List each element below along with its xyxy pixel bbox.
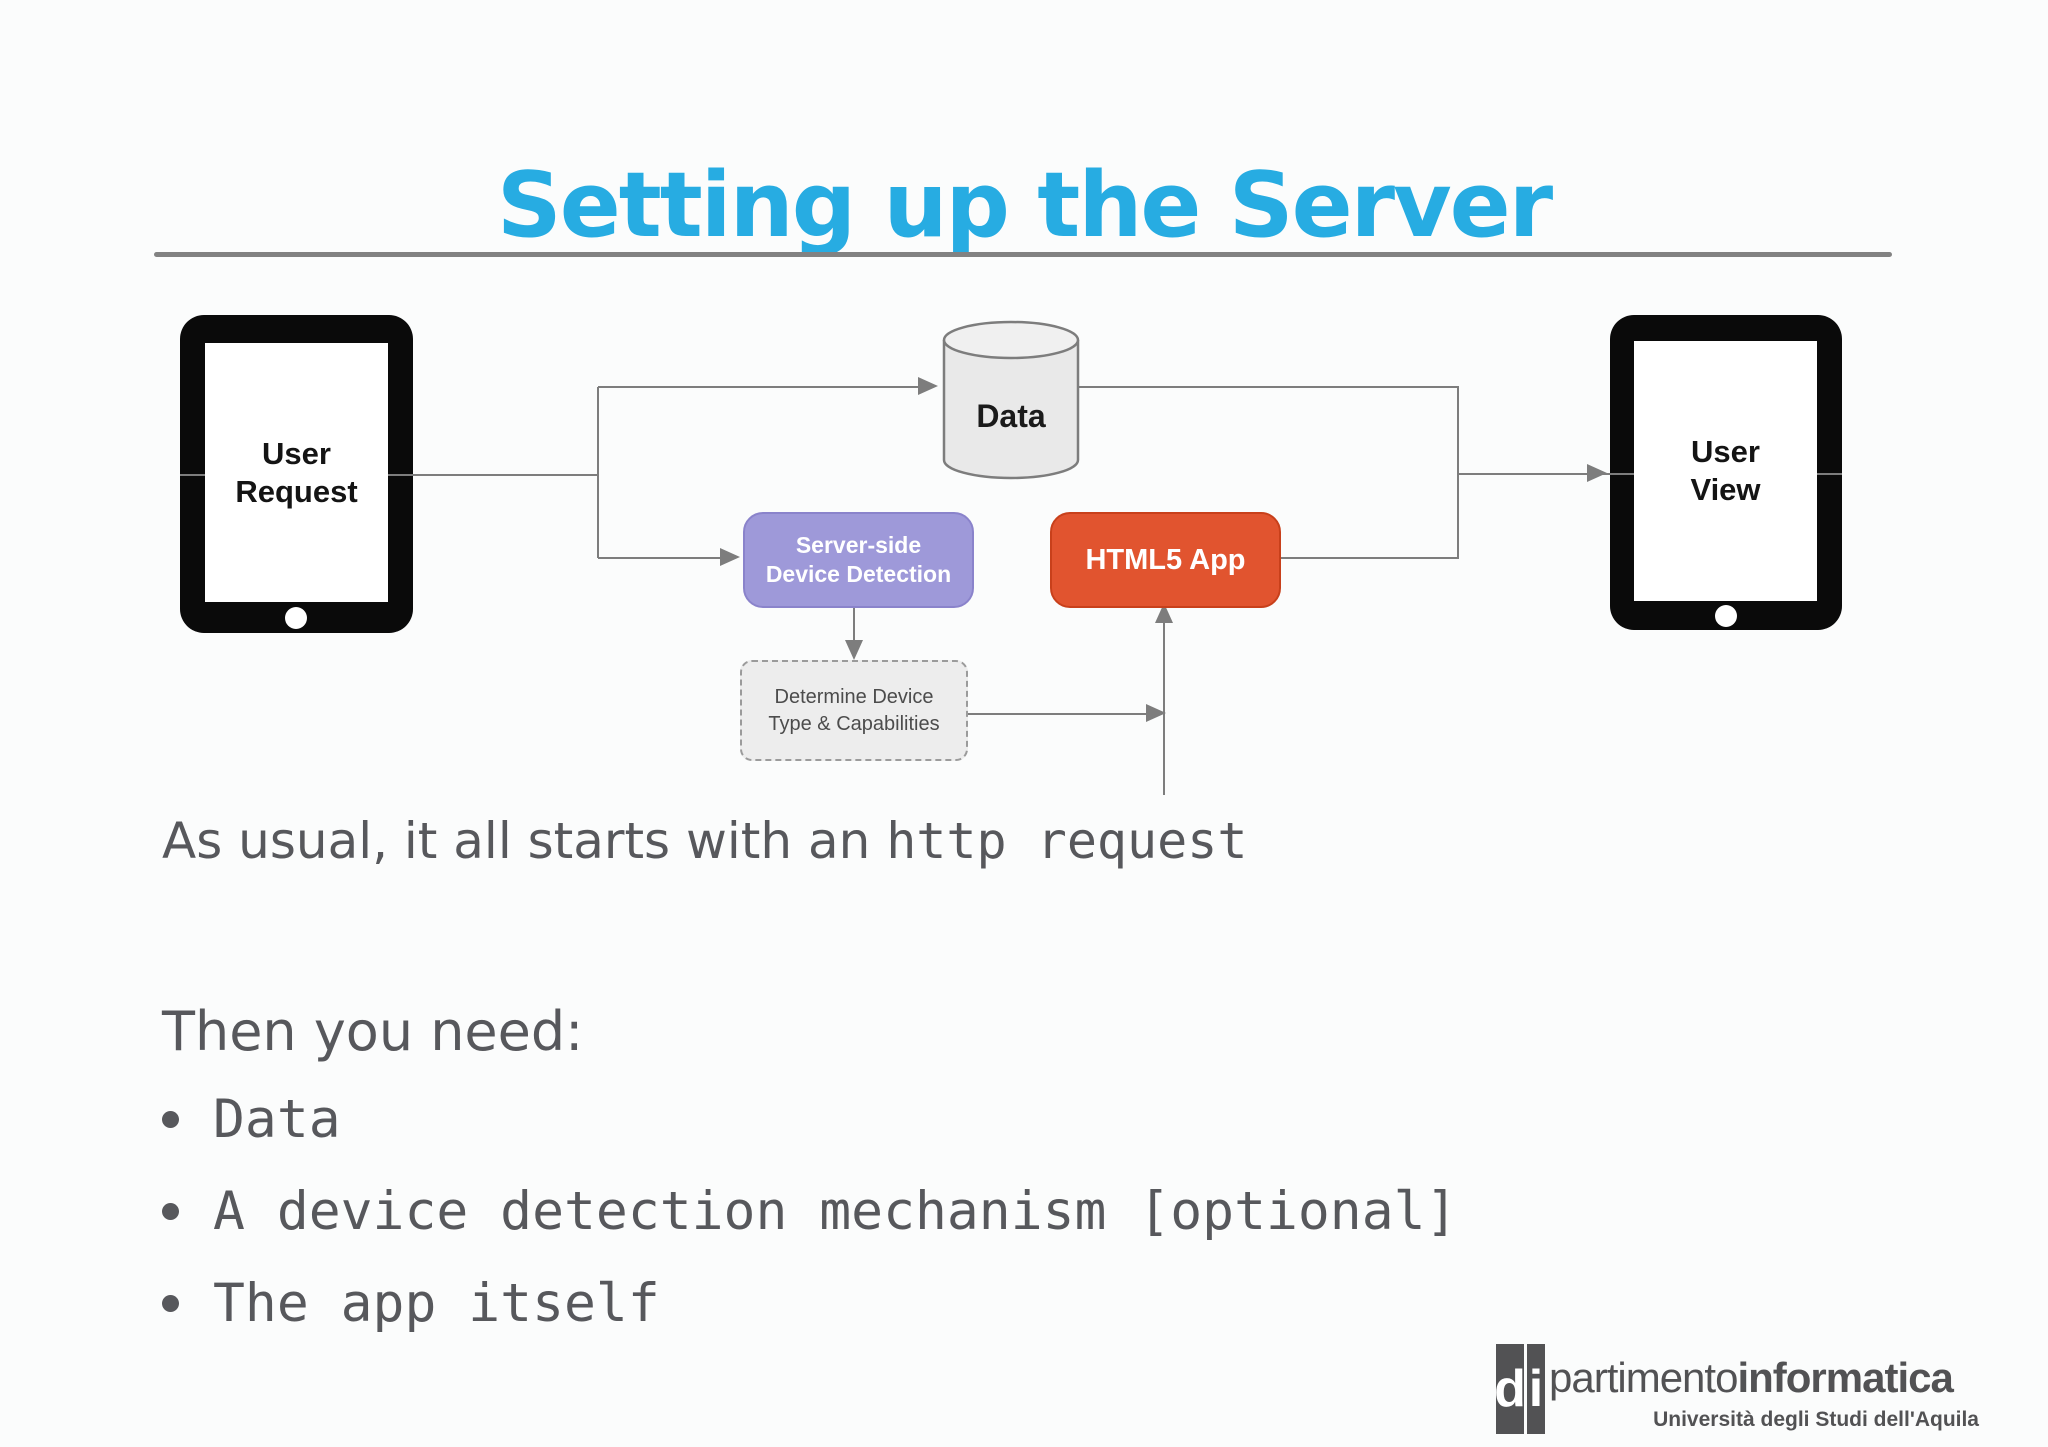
logo-block-i: i [1527, 1344, 1545, 1434]
device-detection-node: Server-side Device Detection [743, 512, 974, 608]
connector-to-data [598, 386, 920, 388]
title-divider [154, 252, 1892, 257]
connector-html5-out [1277, 557, 1459, 559]
connector-detection-down [853, 604, 855, 642]
connector-user-request-out [180, 474, 598, 476]
connector-up-to-html5 [1163, 622, 1165, 795]
department-logo-icon: d i [1494, 1344, 1545, 1434]
university-subtitle: Università degli Studi dell'Aquila [1653, 1408, 1979, 1431]
list-item: Data [162, 1086, 1457, 1152]
bullet-dot-icon [162, 1294, 179, 1312]
intro-code: http request [886, 812, 1248, 870]
requirements-list: Data A device detection mechanism [optio… [162, 1086, 1457, 1362]
list-heading: Then you need: [162, 1000, 584, 1063]
bullet-dot-icon [162, 1110, 179, 1128]
html5-app-node: HTML5 App [1050, 512, 1281, 608]
connector-to-detection [598, 557, 722, 559]
determine-device-node: Determine Device Type & Capabilities [740, 660, 968, 761]
intro-text: As usual, it all starts with an http req… [162, 808, 1247, 874]
home-button-icon [1715, 605, 1737, 627]
logo-block-d: d [1494, 1344, 1526, 1434]
user-request-screen: User Request [205, 343, 388, 602]
user-view-screen: User View [1634, 341, 1817, 601]
page-title: Setting up the Server [496, 153, 1553, 259]
arrowhead-to-data-icon [918, 377, 938, 395]
connector-data-out [1078, 386, 1459, 388]
bullet-dot-icon [162, 1202, 179, 1220]
intro-prefix: As usual, it all starts with an [162, 812, 887, 870]
database-cylinder-icon [942, 320, 1080, 480]
connector-right-branch [1457, 386, 1459, 558]
user-view-label: User View [1690, 434, 1761, 507]
arrowhead-determine-join-icon [1146, 704, 1166, 722]
home-button-icon [285, 607, 307, 629]
data-store-label: Data [976, 398, 1046, 434]
arrowhead-to-html5-icon [1155, 603, 1173, 623]
list-item: A device detection mechanism [optional] [162, 1178, 1457, 1244]
user-request-label: User Request [235, 435, 358, 509]
arrowhead-to-determine-icon [845, 640, 863, 660]
arrowhead-to-user-view-icon [1587, 464, 1607, 482]
department-logo-name: partimentoinformatica [1549, 1354, 1954, 1401]
connector-left-branch [597, 387, 599, 558]
arrowhead-to-detection-icon [720, 548, 740, 566]
connector-determine-out [964, 713, 1148, 715]
list-item: The app itself [162, 1270, 1457, 1336]
